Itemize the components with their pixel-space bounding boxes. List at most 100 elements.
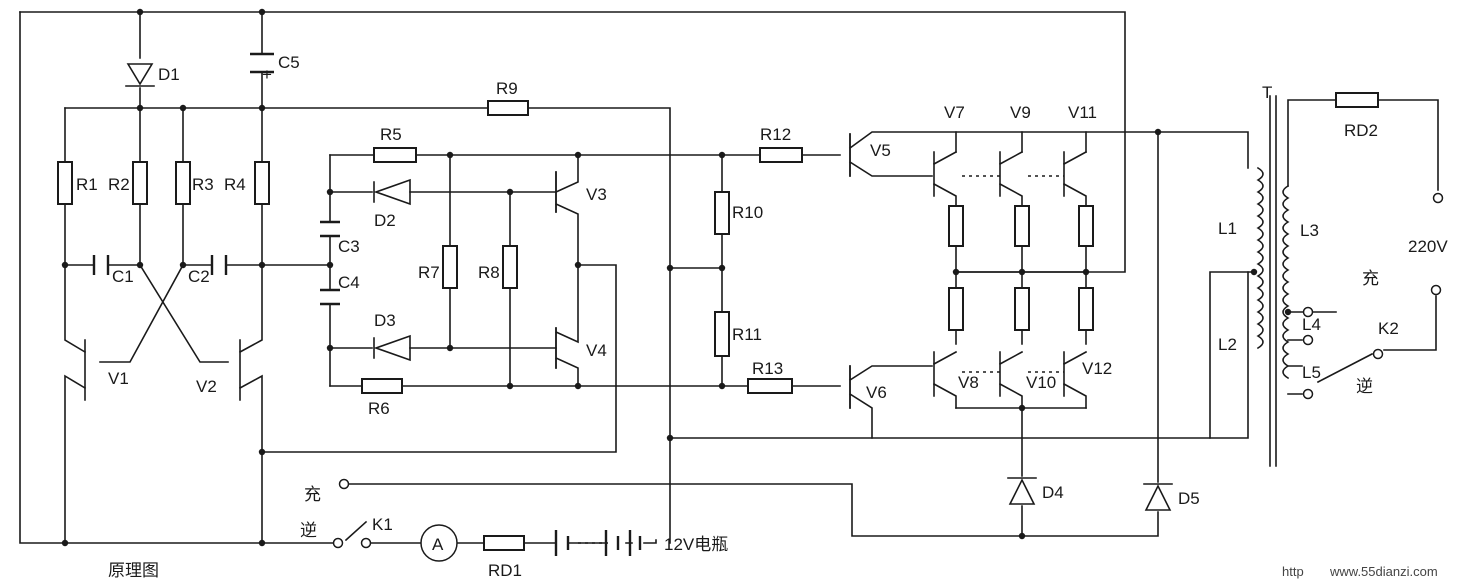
diodes: [125, 63, 1173, 511]
R12-body: [759, 147, 803, 163]
R-V8-collector: [948, 287, 964, 331]
R10-body: [714, 191, 730, 235]
label-C5: C5: [278, 53, 300, 72]
label-K2: K2: [1378, 319, 1399, 338]
D5-symbol: [1143, 483, 1173, 511]
label-R4: R4: [224, 175, 246, 194]
label-R12: R12: [760, 125, 791, 144]
label-ammeter: A: [432, 535, 444, 554]
label-V10: V10: [1026, 373, 1056, 392]
label-C4: C4: [338, 273, 360, 292]
label-R8: R8: [478, 263, 500, 282]
label-V8: V8: [958, 373, 979, 392]
label-L2: L2: [1218, 335, 1237, 354]
label-L5: L5: [1302, 363, 1321, 382]
K1-blade: [344, 520, 368, 542]
R-V10-collector: [1014, 287, 1030, 331]
label-V2: V2: [196, 377, 217, 396]
label-D4: D4: [1042, 483, 1064, 502]
R9-body: [487, 100, 529, 116]
label-R5: R5: [380, 125, 402, 144]
label-invert-right: 逆: [1356, 377, 1373, 396]
D1-symbol: [125, 63, 155, 87]
watermark-url: www.55dianzi.com: [1329, 564, 1438, 579]
transformer-core: [1269, 95, 1277, 467]
secondary-coil-L3-L5: [1282, 184, 1290, 380]
label-V12: V12: [1082, 359, 1112, 378]
label-T: T: [1262, 83, 1272, 102]
label-K1: K1: [372, 515, 393, 534]
label-V6: V6: [866, 383, 887, 402]
C4-plates: [320, 288, 340, 306]
junction-dots: [61, 8, 1292, 547]
label-R10: R10: [732, 203, 763, 222]
R5-body: [373, 147, 417, 163]
labels: D1 C5 + R9 R1 R2 R3 R4 C1 C2 V1 V2 R5 D2…: [76, 53, 1448, 580]
R-V9-emitter: [1014, 205, 1030, 247]
label-R11: R11: [732, 325, 762, 344]
RD2-body: [1335, 92, 1379, 108]
label-C1: C1: [112, 267, 134, 286]
label-R9: R9: [496, 79, 518, 98]
R11-body: [714, 311, 730, 357]
transformer-T: [1256, 95, 1290, 467]
label-R13: R13: [752, 359, 783, 378]
label-V7: V7: [944, 103, 965, 122]
label-V11: V11: [1068, 103, 1097, 122]
label-D5: D5: [1178, 489, 1200, 508]
D3-symbol: [373, 334, 411, 362]
ammeter-symbol: [420, 524, 458, 562]
R8-body: [502, 245, 518, 289]
D2-symbol: [373, 178, 411, 206]
label-R2: R2: [108, 175, 130, 194]
label-RD2: RD2: [1344, 121, 1378, 140]
R-V7-emitter: [948, 205, 964, 247]
R1-body: [57, 161, 73, 205]
R3-body: [175, 161, 191, 205]
label-V9: V9: [1010, 103, 1031, 122]
R2-body: [132, 161, 148, 205]
wiring: [19, 11, 1439, 544]
R4-body: [254, 161, 270, 205]
label-invert-left: 逆: [300, 521, 317, 540]
label-charge-right: 充: [1362, 269, 1379, 288]
label-C3: C3: [338, 237, 360, 256]
label-V5: V5: [870, 141, 891, 160]
label-L4: L4: [1302, 315, 1321, 334]
resistors: [57, 92, 1379, 551]
watermark-prefix: http: [1282, 564, 1304, 579]
label-L1: L1: [1218, 219, 1237, 238]
diagram-caption: 原理图: [108, 561, 159, 580]
terminals: [332, 192, 1444, 549]
label-R6: R6: [368, 399, 390, 418]
D4-symbol: [1007, 477, 1037, 505]
primary-coil-L1-L2: [1256, 166, 1264, 350]
C3-plates: [320, 220, 340, 238]
label-R1: R1: [76, 175, 98, 194]
label-D1: D1: [158, 65, 180, 84]
R6-body: [361, 378, 403, 394]
label-L3: L3: [1300, 221, 1319, 240]
label-R7: R7: [418, 263, 440, 282]
RD1-body: [483, 535, 525, 551]
capacitors: [92, 52, 340, 306]
C2-plates: [210, 255, 228, 275]
label-R3: R3: [192, 175, 214, 194]
R7-body: [442, 245, 458, 289]
label-battery: 12V电瓶: [664, 535, 728, 554]
label-D2: D2: [374, 211, 396, 230]
transistor-bars: [84, 133, 851, 409]
R13-body: [747, 378, 793, 394]
R-V11-emitter: [1078, 205, 1094, 247]
label-D3: D3: [374, 311, 396, 330]
label-C5-polarity: +: [262, 65, 272, 84]
C1-plates: [92, 255, 110, 275]
label-220V: 220V: [1408, 237, 1448, 256]
label-C2: C2: [188, 267, 210, 286]
battery-symbol: [554, 530, 642, 556]
label-RD1: RD1: [488, 561, 522, 580]
C5-plates: [250, 52, 274, 74]
label-charge-left: 充: [304, 485, 321, 504]
R-V12-collector: [1078, 287, 1094, 331]
